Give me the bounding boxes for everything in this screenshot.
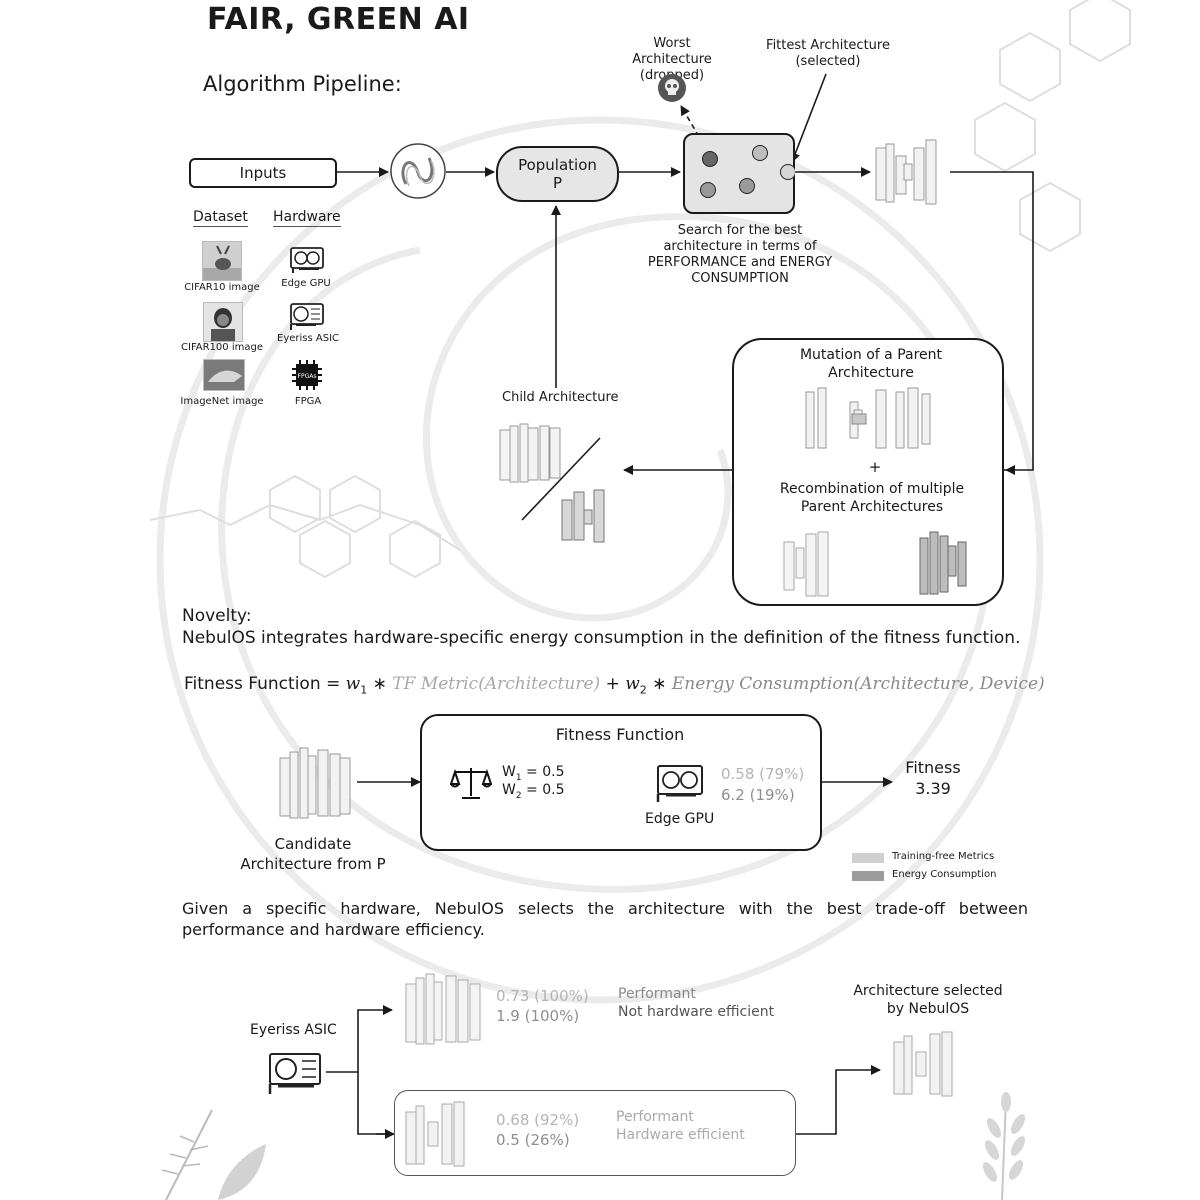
option-a-line1: Performant — [618, 986, 696, 1002]
inputs-box: Inputs — [189, 158, 337, 188]
hardware-header: Hardware — [273, 209, 341, 227]
option-a-architecture-icon — [405, 973, 481, 1045]
search-caption: Search for the best architecture in term… — [647, 223, 833, 286]
formula-tf-term: TF Metric(Architecture) — [392, 674, 601, 694]
recombination-parent-b-icon — [919, 531, 967, 595]
leaf-right-icon — [983, 1092, 1025, 1200]
legend-label-energy: Energy Consumption — [892, 869, 997, 880]
option-b-line2: Hardware efficient — [616, 1127, 745, 1143]
selected-architecture-icon — [893, 1031, 953, 1097]
legend-label-tf: Training-free Metrics — [892, 851, 995, 862]
option-b-metric: 0.68 (92%) — [496, 1111, 580, 1129]
fittest-architecture-label: Fittest Architecture (selected) — [766, 38, 890, 69]
leaf-left-icon — [161, 1109, 266, 1200]
mutation-label: Mutation of a Parent Architecture — [799, 347, 943, 381]
eyeriss-device-label: Eyeriss ASIC — [250, 1022, 337, 1038]
formula-w1-sub: 1 — [360, 683, 368, 697]
dataset-header: Dataset — [193, 209, 248, 227]
option-a-energy: 1.9 (100%) — [496, 1007, 580, 1025]
recombination-label: Recombination of multiple Parent Archite… — [779, 481, 965, 515]
formula-energy-term: Energy Consumption(Architecture, Device) — [671, 674, 1045, 694]
w2-label: W — [502, 782, 516, 798]
w1-value: = 0.5 — [521, 764, 565, 780]
cifar100-caption: CIFAR100 image — [181, 342, 263, 353]
novelty-heading: Novelty: — [182, 606, 252, 626]
population-box: Population P — [496, 146, 619, 202]
cifar100-thumbnail — [203, 302, 243, 342]
edge-gpu-metric-value: 0.58 (79%) — [721, 765, 805, 783]
child-architecture-label: Child Architecture — [502, 390, 619, 405]
edge-gpu-energy-value: 6.2 (19%) — [721, 786, 795, 804]
fpga-chip-icon: FPGAs — [292, 360, 322, 390]
edge-gpu-icon — [290, 247, 324, 273]
w2-sub: 2 — [515, 790, 522, 801]
population-label: Population P — [518, 156, 597, 192]
imagenet-thumbnail — [203, 359, 245, 391]
formula-w1: w — [345, 674, 361, 694]
child-architecture-top-icon — [499, 423, 561, 483]
eyeriss-asic-icon — [290, 303, 324, 330]
option-b-line1: Performant — [616, 1109, 694, 1125]
w2-weight: W2 = 0.5 — [502, 782, 564, 801]
fitness-result-label: Fitness — [905, 758, 961, 777]
fitness-box-title: Fitness Function — [555, 725, 685, 744]
edge-gpu-device-label: Edge GPU — [645, 811, 715, 827]
cifar10-caption: CIFAR10 image — [184, 282, 260, 293]
legend-swatch-tf — [852, 853, 884, 863]
inputs-label: Inputs — [239, 164, 287, 182]
imagenet-caption: ImageNet image — [180, 396, 264, 407]
formula-equals: = — [320, 674, 346, 694]
cifar10-thumbnail — [202, 241, 242, 281]
plus-sign: + — [868, 458, 882, 476]
option-a-metric: 0.73 (100%) — [496, 987, 589, 1005]
candidate-architecture-icon — [279, 747, 351, 819]
fitness-result-value: 3.39 — [915, 779, 951, 798]
architecture-selected-icon — [875, 139, 937, 205]
fpga-caption: FPGA — [294, 396, 322, 407]
formula-lead: Fitness Function — [184, 674, 321, 694]
page-title: FAIR, GREEN AI — [207, 2, 470, 37]
w1-sub: 1 — [515, 772, 522, 783]
population-dots — [700, 145, 795, 198]
formula-w2-sub: 2 — [639, 683, 647, 697]
w1-weight: W1 = 0.5 — [502, 764, 564, 783]
eyeriss-asic-icon-large — [268, 1053, 321, 1094]
candidate-architecture-label: Candidate Architecture from P — [240, 835, 386, 873]
formula-w2: w — [625, 674, 640, 694]
nebulos-logo-icon — [390, 143, 446, 199]
edge-gpu-caption: Edge GPU — [281, 278, 331, 289]
child-architecture-bottom-icon — [561, 489, 605, 543]
option-b-architecture-icon — [405, 1101, 465, 1167]
formula-plus: + — [600, 674, 626, 694]
fitness-function-box — [420, 714, 822, 851]
option-a-line2: Not hardware efficient — [618, 1004, 775, 1020]
w1-label: W — [502, 764, 516, 780]
pipeline-subtitle: Algorithm Pipeline: — [203, 72, 402, 96]
legend-swatch-energy — [852, 871, 884, 881]
w2-value: = 0.5 — [521, 782, 565, 798]
formula-op1: ∗ — [367, 674, 393, 694]
mutation-architecture-icon — [805, 387, 931, 449]
scale-icon — [450, 768, 492, 799]
fitness-formula: Fitness Function = w1 ∗ TF Metric(Archit… — [184, 674, 1045, 696]
novelty-text: NebulOS integrates hardware-specific ene… — [182, 628, 1021, 648]
recombination-parent-a-icon — [783, 531, 829, 597]
option-b-energy: 0.5 (26%) — [496, 1131, 570, 1149]
selection-statement: Given a specific hardware, NebulOS selec… — [182, 899, 1028, 939]
skull-icon — [658, 74, 686, 102]
edge-gpu-icon-large — [656, 765, 703, 802]
formula-op2: ∗ — [646, 674, 672, 694]
selected-architecture-label: Architecture selected by NebulOS — [853, 983, 1003, 1017]
eyeriss-asic-caption: Eyeriss ASIC — [277, 333, 339, 344]
fpga-chip-text: FPGAs — [298, 373, 317, 380]
